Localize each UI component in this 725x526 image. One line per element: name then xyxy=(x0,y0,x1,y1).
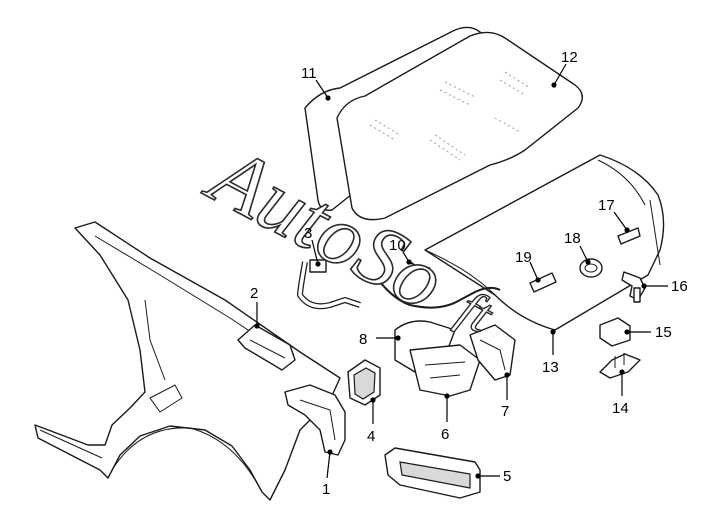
release-cable xyxy=(379,261,501,309)
callout-6: 6 xyxy=(441,426,449,443)
callout-8: 8 xyxy=(359,331,367,348)
callout-12: 12 xyxy=(561,49,578,66)
callout-15: 15 xyxy=(655,324,672,341)
rear-quarter-panel xyxy=(34,221,341,501)
emblem-19 xyxy=(529,272,557,293)
callout-2: 2 xyxy=(250,285,258,302)
lamp-socket xyxy=(469,324,516,381)
callout-17: 17 xyxy=(598,197,615,214)
callout-5: 5 xyxy=(503,468,511,485)
tail-lamp-lens xyxy=(409,344,481,397)
callout-4: 4 xyxy=(367,428,375,445)
callout-7: 7 xyxy=(501,403,509,420)
fuel-filler-housing xyxy=(347,359,381,406)
callout-11: 11 xyxy=(301,65,317,82)
rear-window-glass xyxy=(336,31,583,221)
callout-10: 10 xyxy=(389,237,406,254)
emblem-17 xyxy=(617,227,641,245)
trunk-latch xyxy=(599,317,631,347)
callout-16: 16 xyxy=(671,278,688,295)
wheel-arch-liner xyxy=(284,384,346,456)
callout-3: 3 xyxy=(304,225,312,242)
storage-tray xyxy=(384,447,481,499)
callout-13: 13 xyxy=(542,359,559,376)
striker-plate xyxy=(599,353,641,379)
trunk-lid xyxy=(424,154,665,331)
emblem-18 xyxy=(579,258,603,278)
callout-14: 14 xyxy=(612,400,629,417)
callout-1: 1 xyxy=(322,481,330,498)
callout-18: 18 xyxy=(564,230,581,247)
callouts: 1 2 3 4 5 6 7 8 10 11 xyxy=(250,49,688,498)
callout-19: 19 xyxy=(515,249,532,266)
lock-cylinder xyxy=(621,271,646,303)
